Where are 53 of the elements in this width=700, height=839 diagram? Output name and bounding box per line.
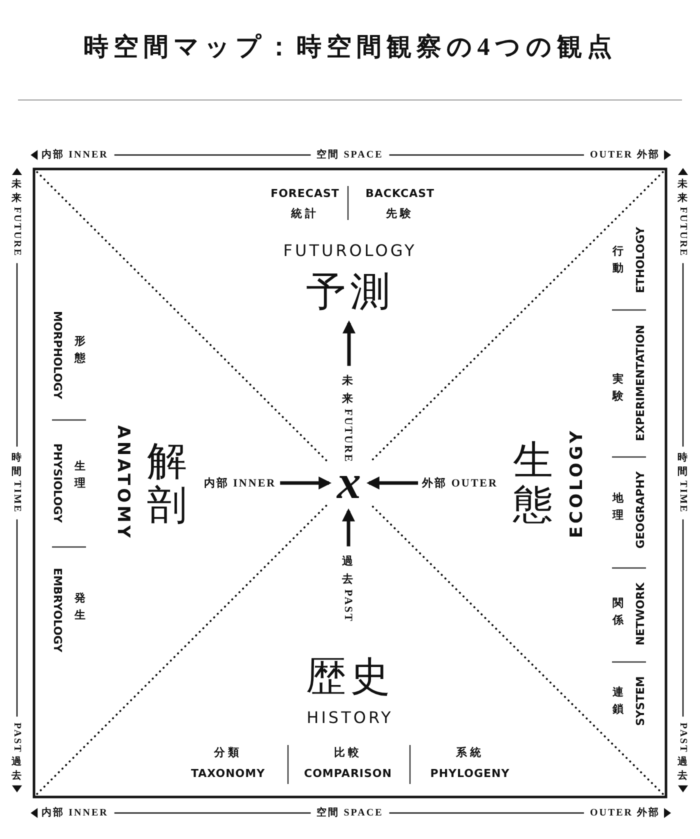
term-label: EXPERIMENTATION (634, 324, 648, 442)
axis-label: 時間 TIME (11, 452, 23, 514)
term-label: EMBRYOLOGY (50, 568, 64, 652)
heading: 生態 (513, 439, 553, 527)
heading: 歴史 (306, 653, 394, 701)
term-label: 比較 (334, 746, 362, 760)
axis-label: 空間 SPACE (316, 808, 384, 818)
arrow (342, 320, 356, 366)
subheading: 予測 (306, 268, 394, 316)
term-label: BACKCAST (366, 188, 434, 200)
term-label: 統計 (291, 208, 319, 220)
term-label: SYSTEM (634, 676, 648, 726)
term-label: 実験 (612, 372, 624, 404)
subheading: HISTORY (306, 708, 394, 727)
term-label: FORECAST (270, 188, 340, 200)
term-label: 関係 (612, 596, 624, 628)
term-label: 系統 (456, 746, 484, 760)
arrow (280, 476, 332, 490)
axis-label: OUTER 外部 (590, 808, 660, 818)
axis-label: 内部 INNER (42, 808, 108, 818)
term-label: 行動 (612, 244, 624, 276)
term-label: PHYLOGENY (430, 768, 510, 780)
axis-label: 未来 FUTURE (11, 178, 23, 258)
axis-label: 空間 SPACE (316, 150, 384, 160)
axis-label: 未来 FUTURE (677, 178, 689, 258)
axis-label: PAST 過去 (677, 722, 689, 782)
term-label: 形態 (74, 334, 86, 366)
direction-label: 内部 INNER (204, 476, 276, 490)
term-label: 生理 (74, 458, 86, 491)
arrow (366, 476, 418, 490)
arrow (342, 508, 355, 546)
term-label: TAXONOMY (190, 768, 266, 780)
term-label: 地理 (612, 490, 624, 523)
term-label: PHYSIOLOGY (50, 443, 64, 523)
term-label: GEOGRAPHY (634, 471, 648, 549)
term-label: ETHOLOGY (634, 226, 648, 294)
subheading: ECOLOGY (567, 428, 587, 538)
subheading: 解剖 (147, 439, 187, 527)
term-label: 分類 (214, 746, 242, 760)
heading: FUTUROLOGY (283, 241, 417, 260)
term-label: NETWORK (634, 582, 648, 646)
axis-label: 内部 INNER (42, 150, 108, 160)
axis-label: OUTER 外部 (590, 150, 660, 160)
term-label: MORPHOLOGY (50, 310, 64, 400)
axis-label: 時間 TIME (677, 452, 689, 514)
term-label: 発生 (74, 590, 86, 623)
term-label: 先験 (386, 208, 414, 220)
heading: ANATOMY (113, 425, 133, 541)
axis-label: PAST 過去 (11, 722, 23, 782)
title: 時空間マップ：時空間観察の4つの観点 (82, 32, 618, 63)
term-label: COMPARISON (304, 768, 392, 780)
term-label: 連鎖 (612, 684, 624, 717)
direction-label: 外部 OUTER (422, 476, 498, 490)
